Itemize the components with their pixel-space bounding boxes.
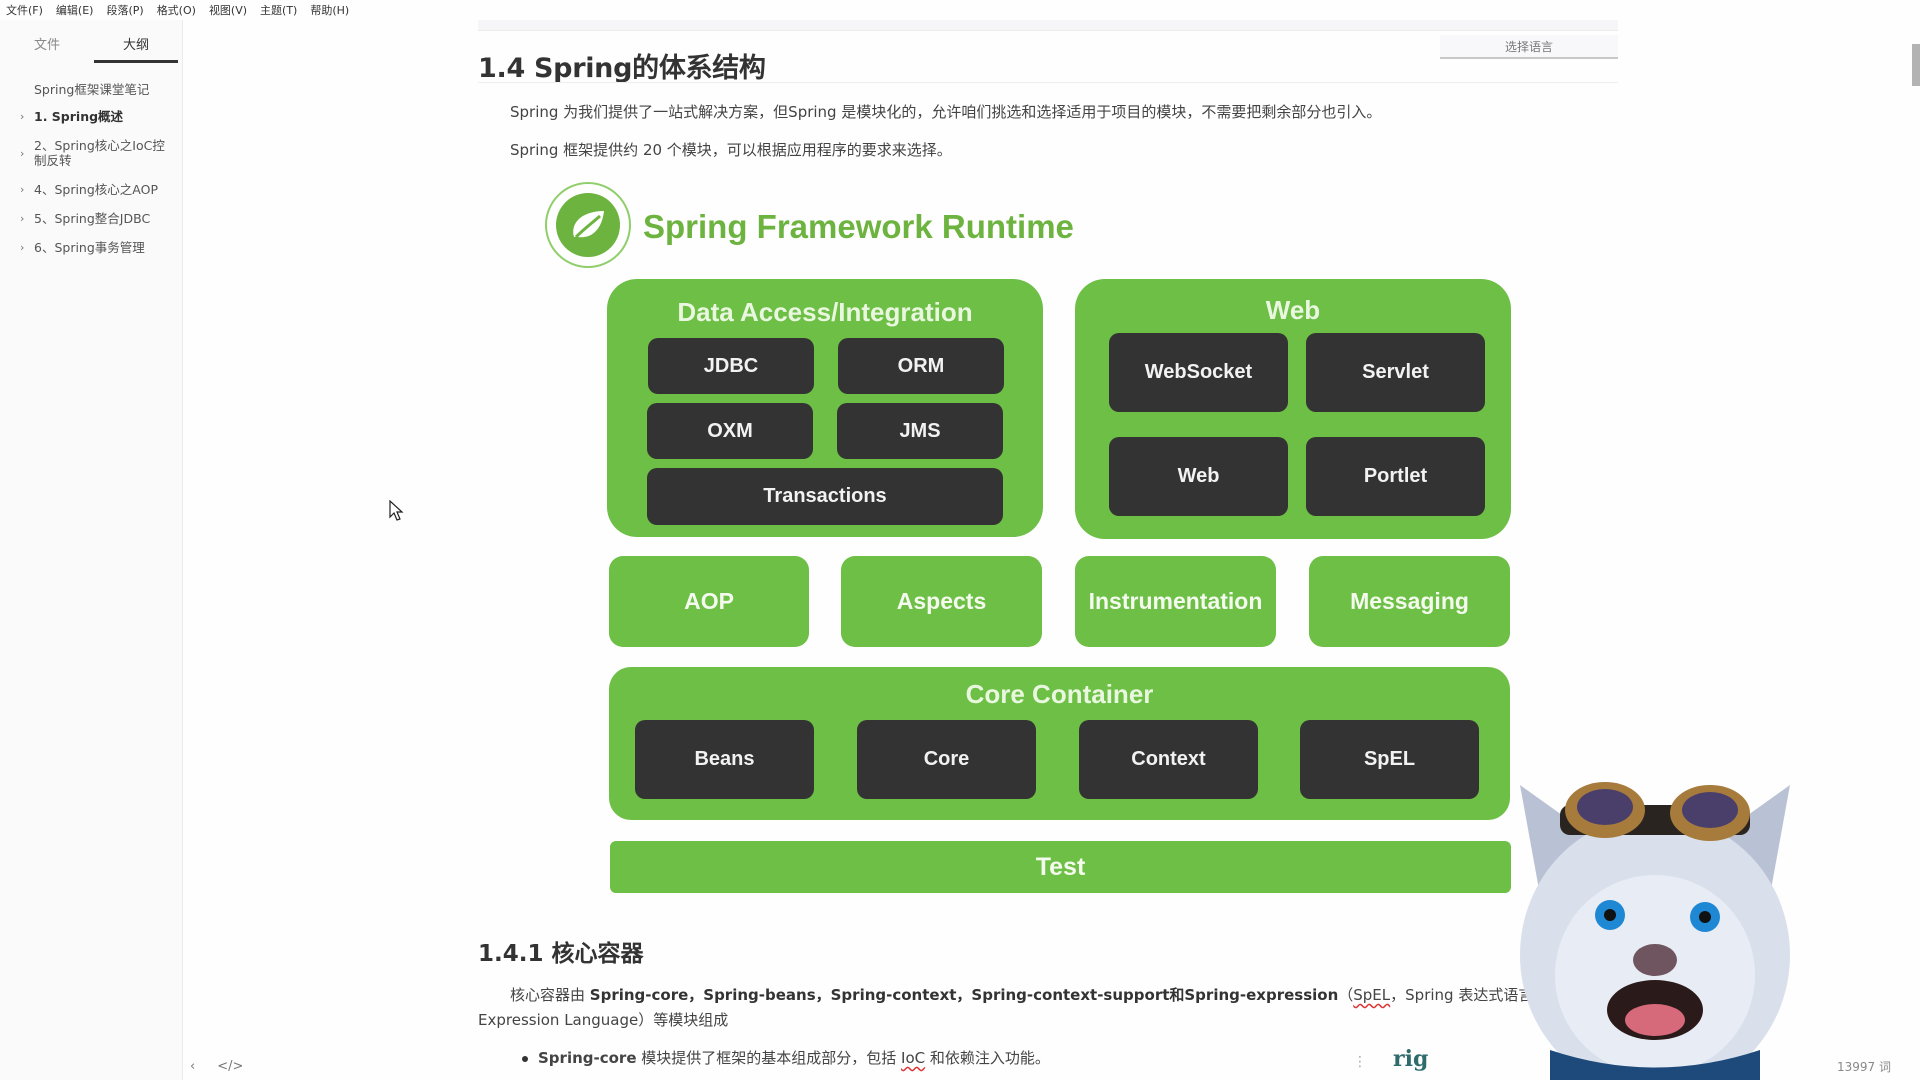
group-title: Data Access/Integration [677, 297, 973, 327]
menu-theme[interactable]: 主题(T) [260, 4, 298, 17]
menu-format[interactable]: 格式(O) [156, 4, 196, 17]
more-vertical-icon: ⋮ [1353, 1054, 1367, 1070]
word-count: 13997 词 [1837, 1060, 1891, 1074]
module-websocket: WebSocket [1109, 333, 1288, 412]
module-test: Test [610, 841, 1511, 893]
group-title: Web [1265, 295, 1321, 325]
select-language-button[interactable]: 选择语言 [1440, 35, 1618, 59]
sidebar-footer: ‹ </> [190, 1059, 243, 1074]
menu-paragraph[interactable]: 段落(P) [106, 4, 144, 17]
chevron-right-icon[interactable]: › [20, 241, 25, 254]
outline-item-label: 1. Spring概述 [34, 109, 124, 124]
text: 和依赖注入功能。 [925, 1049, 1050, 1067]
spellcheck-word: SpEL [1353, 986, 1391, 1004]
outline-item-transactions[interactable]: › 6、Spring事务管理 [0, 240, 183, 255]
vtuber-avatar [1520, 782, 1790, 1080]
group-title: Core Container [965, 679, 1154, 709]
vertical-scrollbar[interactable] [1912, 44, 1920, 86]
outline-item-label: 4、Spring核心之AOP [34, 182, 158, 197]
text: 模块提供了框架的基本组成部分，包括 [636, 1049, 902, 1067]
module-beans: Beans [635, 720, 814, 799]
bullet-icon [522, 1055, 528, 1062]
heading-divider [478, 82, 1618, 83]
module-context: Context [1079, 720, 1258, 799]
chevron-right-icon[interactable]: › [20, 212, 25, 225]
module-aop: AOP [609, 556, 809, 647]
outline-item-spring-overview[interactable]: › 1. Spring概述 [0, 109, 183, 124]
paragraph: Spring 为我们提供了一站式解决方案，但Spring 是模块化的，允许咱们挑… [510, 103, 1382, 121]
module-messaging: Messaging [1309, 556, 1510, 647]
tab-outline[interactable]: 大纲 [122, 38, 149, 53]
mouse-cursor-icon [389, 500, 404, 521]
outline-item-aop[interactable]: › 4、Spring核心之AOP [0, 182, 183, 197]
module-aspects: Aspects [841, 556, 1042, 647]
module-servlet: Servlet [1306, 333, 1485, 412]
menu-view[interactable]: 视图(V) [208, 4, 248, 17]
chevron-right-icon[interactable]: › [20, 110, 25, 123]
tab-files[interactable]: 文件 [33, 38, 60, 53]
text: ，Spring 表达式语言，Sp [1390, 986, 1568, 1004]
chevron-right-icon[interactable]: › [20, 147, 25, 160]
chevron-right-icon[interactable]: › [20, 183, 25, 196]
paragraph-core-container: 核心容器由 Spring-core，Spring-beans，Spring-co… [510, 984, 1567, 1005]
active-tab-indicator [94, 60, 178, 63]
spring-leaf-icon [545, 182, 631, 268]
module-orm: ORM [838, 338, 1004, 394]
module-transactions: Transactions [647, 468, 1003, 525]
outline-item-label: 2、Spring核心之IoC控制反转 [34, 138, 165, 168]
code-icon[interactable]: </> [217, 1059, 244, 1074]
menu-help[interactable]: 帮助(H) [310, 4, 350, 17]
bold-text: Spring-core [538, 1049, 637, 1067]
module-jdbc: JDBC [648, 338, 814, 394]
list-item: Spring-core 模块提供了框架的基本组成部分，包括 IoC 和依赖注入功… [522, 1047, 1050, 1068]
module-instrumentation: Instrumentation [1075, 556, 1276, 647]
diagram-title: Spring Framework Runtime [643, 208, 1074, 245]
spellcheck-word: IoC [901, 1049, 926, 1067]
editor-content[interactable]: 1.4 Spring的体系结构 选择语言 Spring 为我们提供了一站式解决方… [478, 0, 1618, 1080]
subsection-heading: 1.4.1 核心容器 [478, 941, 644, 967]
outline-item-label: 5、Spring整合JDBC [34, 211, 151, 226]
outline-tree: Spring框架课堂笔记 › 1. Spring概述 › 2、Spring核心之… [0, 80, 183, 269]
bold-text: Spring-core，Spring-beans，Spring-context，… [589, 986, 1339, 1004]
outline-item-label: 6、Spring事务管理 [34, 240, 145, 255]
text: 核心容器由 [510, 986, 590, 1004]
outline-root[interactable]: Spring框架课堂笔记 [34, 82, 150, 97]
outline-item-jdbc[interactable]: › 5、Spring整合JDBC [0, 211, 183, 226]
paragraph-continuation: Expression Language）等模块组成 [478, 1011, 729, 1029]
sidebar-tabs: 文件 大纲 [0, 20, 182, 66]
paragraph: Spring 框架提供约 20 个模块，可以根据应用程序的要求来选择。 [510, 141, 952, 159]
text: （ [1338, 986, 1354, 1004]
module-jms: JMS [837, 403, 1003, 459]
module-spel: SpEL [1300, 720, 1479, 799]
outline-item-ioc[interactable]: › 2、Spring核心之IoC控制反转 [0, 138, 183, 168]
sidebar: 文件 大纲 Spring框架课堂笔记 › 1. Spring概述 › 2、Spr… [0, 20, 183, 1080]
module-oxm: OXM [647, 403, 813, 459]
module-core: Core [857, 720, 1036, 799]
rig-watermark: rig [1393, 1046, 1429, 1072]
menu-file[interactable]: 文件(F) [6, 4, 43, 17]
section-heading: 1.4 Spring的体系结构 [478, 53, 766, 84]
module-portlet: Portlet [1306, 437, 1485, 516]
chevron-left-icon[interactable]: ‹ [190, 1059, 196, 1074]
module-web: Web [1109, 437, 1288, 516]
menu-bar: 文件(F) 编辑(E) 段落(P) 格式(O) 视图(V) 主题(T) 帮助(H… [0, 0, 1920, 20]
menu-edit[interactable]: 编辑(E) [55, 4, 94, 17]
code-block-end [478, 20, 1618, 31]
